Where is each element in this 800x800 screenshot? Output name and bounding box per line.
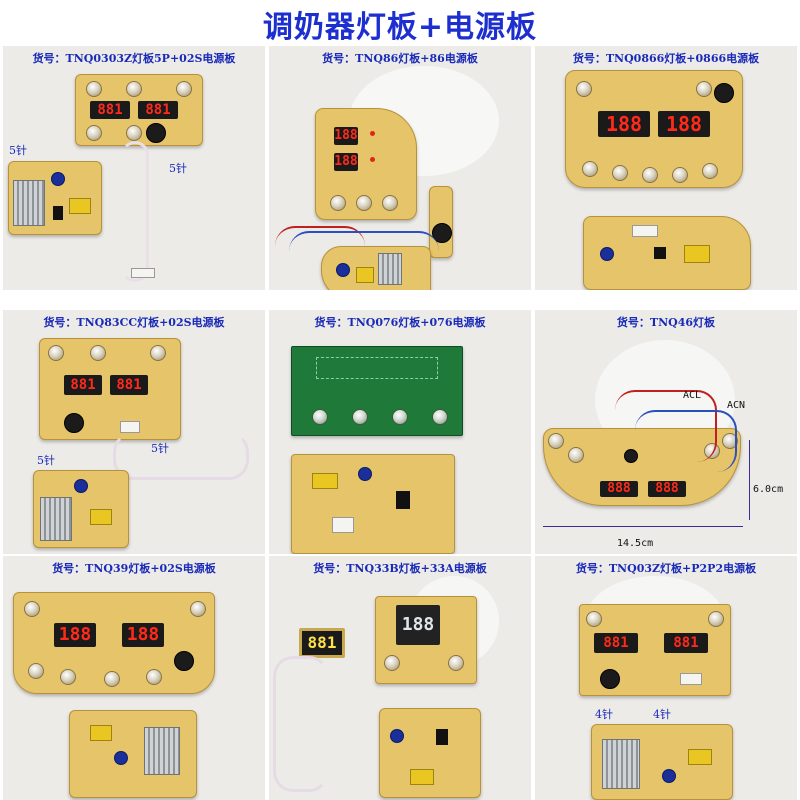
power-board [33, 470, 129, 548]
pin-label: 5针 [9, 144, 27, 157]
pin-label: 4针 [595, 708, 613, 721]
power-board [69, 710, 197, 798]
led-display: 881 [90, 101, 130, 119]
panel-caption: 货号：TNQ0866灯板+0866电源板 [572, 52, 760, 65]
power-board [379, 708, 481, 798]
light-board: 881 881 [579, 604, 731, 696]
power-board [583, 216, 751, 290]
led-display: 881 [299, 628, 345, 658]
panel-caption: 货号：TNQ33B灯板+33A电源板 [313, 562, 487, 575]
led-display: 188 [334, 153, 358, 171]
panel-caption: 货号：TNQ46灯板 [616, 316, 716, 329]
product-panel-5: 货号：TNQ076灯板+076电源板 [269, 310, 531, 554]
page-title: 调奶器灯板+电源板 [262, 10, 538, 45]
light-board: 881 881 [75, 74, 203, 146]
light-board: 881 881 [39, 338, 181, 440]
wire-label: ACN [727, 400, 746, 411]
pin-label: 4针 [653, 708, 671, 721]
power-board [8, 161, 102, 235]
product-panel-7: 货号：TNQ39灯板+02S电源板 188 188 [3, 556, 265, 800]
led-display: 188 [658, 111, 710, 137]
product-panel-4: 货号：TNQ83CC灯板+02S电源板 881 881 5针 5针 [3, 310, 265, 554]
power-board [291, 454, 455, 554]
light-board: 188 188 [565, 70, 743, 188]
led-display: 188 [54, 623, 96, 647]
product-panel-1: 货号：TNQ0303Z灯板5P+02S电源板 881 881 5针 5针 [3, 46, 265, 290]
light-board: 188 [375, 596, 477, 684]
product-panel-8: 货号：TNQ33B灯板+33A电源板 188 881 [269, 556, 531, 800]
width-dimension: 14.5cm [617, 538, 654, 549]
led-display: 188 [334, 127, 358, 145]
light-board [291, 346, 463, 436]
light-board: 188 188 [315, 108, 417, 220]
panel-caption: 货号：TNQ39灯板+02S电源板 [52, 562, 216, 575]
product-panel-6: 货号：TNQ46灯板 888 888 ACL ACN 6.0cm 14.5cm [535, 310, 797, 554]
product-panel-2: 货号：TNQ86灯板+86电源板 188 188 [269, 46, 531, 290]
led-display: 888 [648, 481, 686, 497]
product-panel-3: 货号：TNQ0866灯板+0866电源板 188 188 [535, 46, 797, 290]
wire-label: ACL [683, 390, 702, 401]
led-display: 888 [600, 481, 638, 497]
led-display: 188 [598, 111, 650, 137]
pin-label: 5针 [37, 454, 55, 467]
height-dimension: 6.0cm [753, 484, 784, 495]
led-display: 881 [64, 375, 102, 395]
panel-caption: 货号：TNQ83CC灯板+02S电源板 [43, 316, 225, 329]
product-panel-9: 货号：TNQ03Z灯板+P2P2电源板 881 881 4针 4针 [535, 556, 797, 800]
power-board [591, 724, 733, 800]
panel-caption: 货号：TNQ03Z灯板+P2P2电源板 [575, 562, 757, 575]
light-board: 188 188 [13, 592, 215, 694]
pin-label: 5针 [169, 162, 187, 175]
panel-caption: 货号：TNQ076灯板+076电源板 [314, 316, 486, 329]
lcd-display: 188 [396, 605, 440, 645]
pin-label: 5针 [151, 442, 169, 455]
led-display: 881 [138, 101, 178, 119]
led-display: 881 [664, 633, 708, 653]
power-board [321, 246, 431, 290]
led-display: 188 [122, 623, 164, 647]
panel-caption: 货号：TNQ0303Z灯板5P+02S电源板 [32, 52, 236, 65]
led-display: 881 [594, 633, 638, 653]
panel-caption: 货号：TNQ86灯板+86电源板 [322, 52, 478, 65]
led-display: 881 [110, 375, 148, 395]
